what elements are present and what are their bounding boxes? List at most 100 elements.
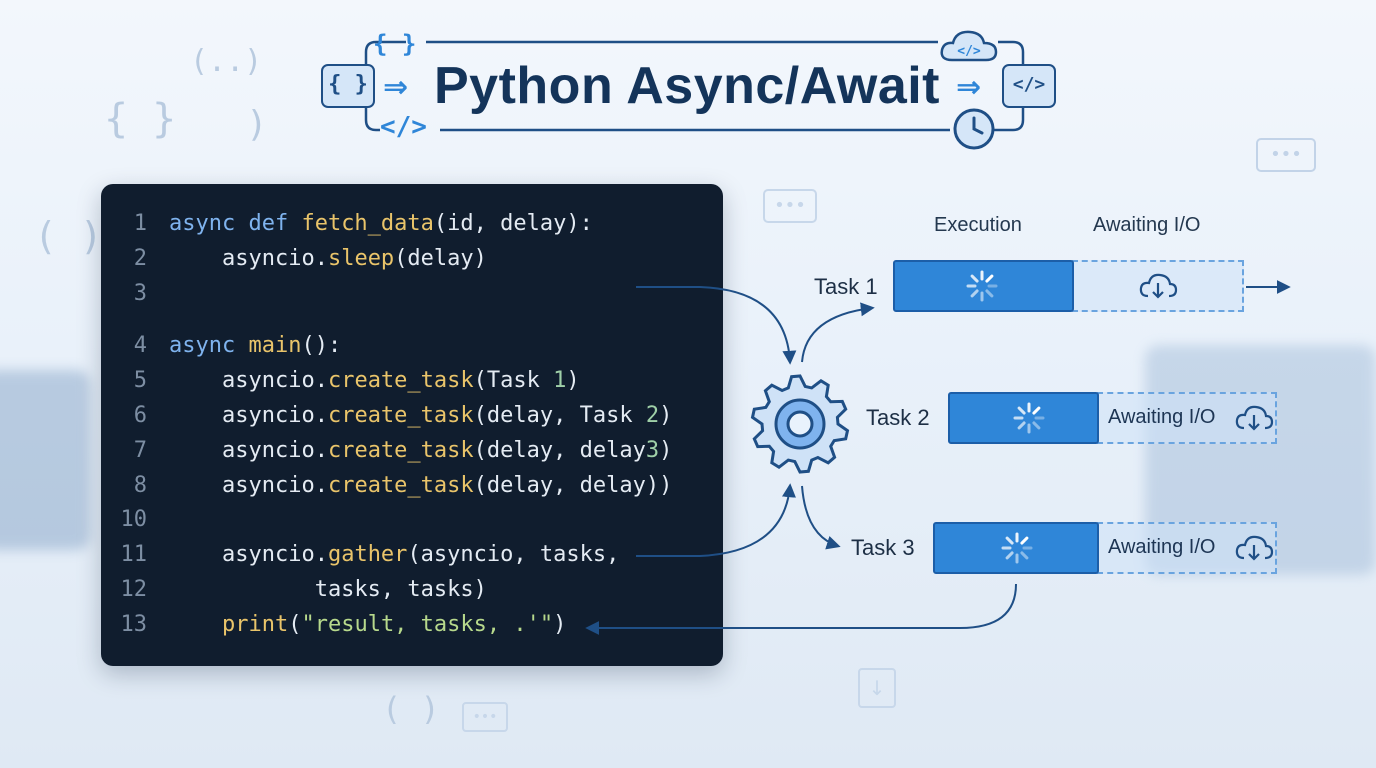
task-label: Task 1 (814, 274, 878, 299)
execution-bar (933, 522, 1099, 574)
code-token: create_task (327, 368, 474, 393)
arrow-right-icon: ⇒ (956, 70, 982, 105)
background-monitor-left (0, 370, 90, 550)
code-line: 2 asyncio.sleep(delay) (101, 243, 487, 275)
code-token: asyncio. (169, 368, 328, 393)
code-token: (delay) (394, 246, 487, 271)
decorative-braces-icon: { } (104, 96, 177, 142)
code-token: sleep (327, 246, 395, 271)
spinner-tick (985, 274, 994, 283)
awaiting-io-bar (1097, 522, 1277, 574)
line-number: 4 (133, 333, 147, 358)
code-token: (asyncio, tasks, (407, 542, 620, 567)
spinner-icon (966, 270, 998, 302)
code-token: ) (553, 612, 567, 637)
awaiting-io-label: Awaiting I/O (1108, 536, 1216, 558)
spinner-icon (1013, 402, 1045, 434)
line-number: 3 (133, 281, 147, 306)
spinner-tick (985, 289, 994, 298)
code-token: tasks, tasks) (169, 577, 487, 602)
code-line: 7 asyncio.create_task(delay, delay3) (101, 435, 673, 467)
arrow-right-icon: ⇒ (383, 70, 409, 105)
spinner-tick (1032, 406, 1041, 415)
code-token: "result, tasks, .'" (301, 612, 554, 637)
code-token: gather (327, 542, 408, 567)
chat-bubble-icon: ••• (1256, 138, 1316, 172)
line-number: 11 (120, 542, 148, 567)
decorative-parens-icon: (..) (190, 44, 263, 79)
spinner-tick (1017, 421, 1026, 430)
task-label: Task 3 (851, 535, 915, 560)
code-token: ) (566, 368, 580, 393)
line-number: 7 (133, 438, 147, 463)
spinner-tick (1032, 421, 1041, 430)
code-token: 2 (645, 403, 660, 428)
svg-text:</>: </> (957, 44, 981, 59)
code-token: ( (288, 612, 302, 637)
code-tag-icon: </> (380, 112, 427, 142)
code-line: 5 asyncio.create_task(Task 1) (101, 365, 580, 397)
cloud-download-icon (1139, 273, 1178, 299)
code-token: asyncio. (169, 246, 328, 271)
code-editor-panel: 1 async def fetch_data(id, delay): 2 async… (101, 184, 723, 666)
code-token: 1 (553, 368, 567, 393)
code-token: (delay, delay)) (473, 473, 673, 498)
code-token: asyncio. (169, 438, 328, 463)
decorative-angle-icon: ) (246, 104, 268, 145)
spinner-tick (1005, 551, 1014, 560)
line-number: 1 (133, 211, 147, 236)
spinner-icon (1001, 532, 1033, 564)
execution-bar (893, 260, 1074, 312)
code-token: print (221, 612, 289, 637)
line-number: 6 (133, 403, 147, 428)
clock-icon (953, 108, 995, 150)
spinner-tick (970, 289, 979, 298)
code-line: 4 async main(): (101, 330, 341, 362)
decorative-parens-icon: ( ) (34, 214, 103, 258)
line-number: 13 (120, 612, 148, 637)
code-line: 10 (101, 504, 169, 536)
code-token: create_task (327, 473, 474, 498)
code-token: ) (659, 438, 673, 463)
spinner-tick (1017, 406, 1026, 415)
line-number: 12 (120, 577, 148, 602)
code-token: (Task (473, 368, 554, 393)
code-line: 8 asyncio.create_task(delay, delay)) (101, 470, 673, 502)
gear-hub (786, 410, 814, 438)
code-token: fetch_data (301, 211, 434, 236)
code-token: (delay, Task (473, 403, 646, 428)
code-token: create_task (327, 403, 474, 428)
execution-column-label: Execution (934, 214, 1022, 236)
braces-box-icon: { } (321, 64, 375, 108)
awaiting-column-label: Awaiting I/O (1093, 214, 1201, 236)
code-token: (): (301, 333, 342, 358)
code-token: asyncio. (169, 403, 328, 428)
cloud-download-icon (1235, 535, 1274, 561)
code-token: 3 (645, 438, 660, 463)
decorative-parens-icon: ( ) (382, 690, 440, 728)
spinner-tick (1020, 551, 1029, 560)
code-line: 12 tasks, tasks) (101, 574, 487, 606)
page-title: Python Async/Await (434, 57, 940, 115)
file-download-icon: ↓ (858, 668, 896, 708)
awaiting-io-bar (1097, 392, 1277, 444)
code-token: async (169, 333, 249, 358)
code-line: 11 asyncio.gather(asyncio, tasks, (101, 539, 620, 571)
code-token: main (248, 333, 302, 358)
line-number: 2 (133, 246, 147, 271)
code-line: 13 print("result, tasks, .'") (101, 609, 567, 641)
code-token: (id, delay): (433, 211, 593, 236)
cloud-download-icon (1235, 405, 1274, 431)
code-line: 1 async def fetch_data(id, delay): (101, 208, 593, 240)
code-line: 6 asyncio.create_task(delay, Task 2) (101, 400, 673, 432)
code-token: ) (659, 403, 673, 428)
code-token: asyncio. (169, 542, 328, 567)
task-label: Task 2 (866, 405, 930, 430)
awaiting-io-label: Awaiting I/O (1108, 406, 1216, 428)
line-number: 8 (133, 473, 147, 498)
code-token: create_task (327, 438, 474, 463)
code-token: async def (169, 211, 302, 236)
spinner-tick (1005, 536, 1014, 545)
line-number: 10 (120, 507, 148, 532)
